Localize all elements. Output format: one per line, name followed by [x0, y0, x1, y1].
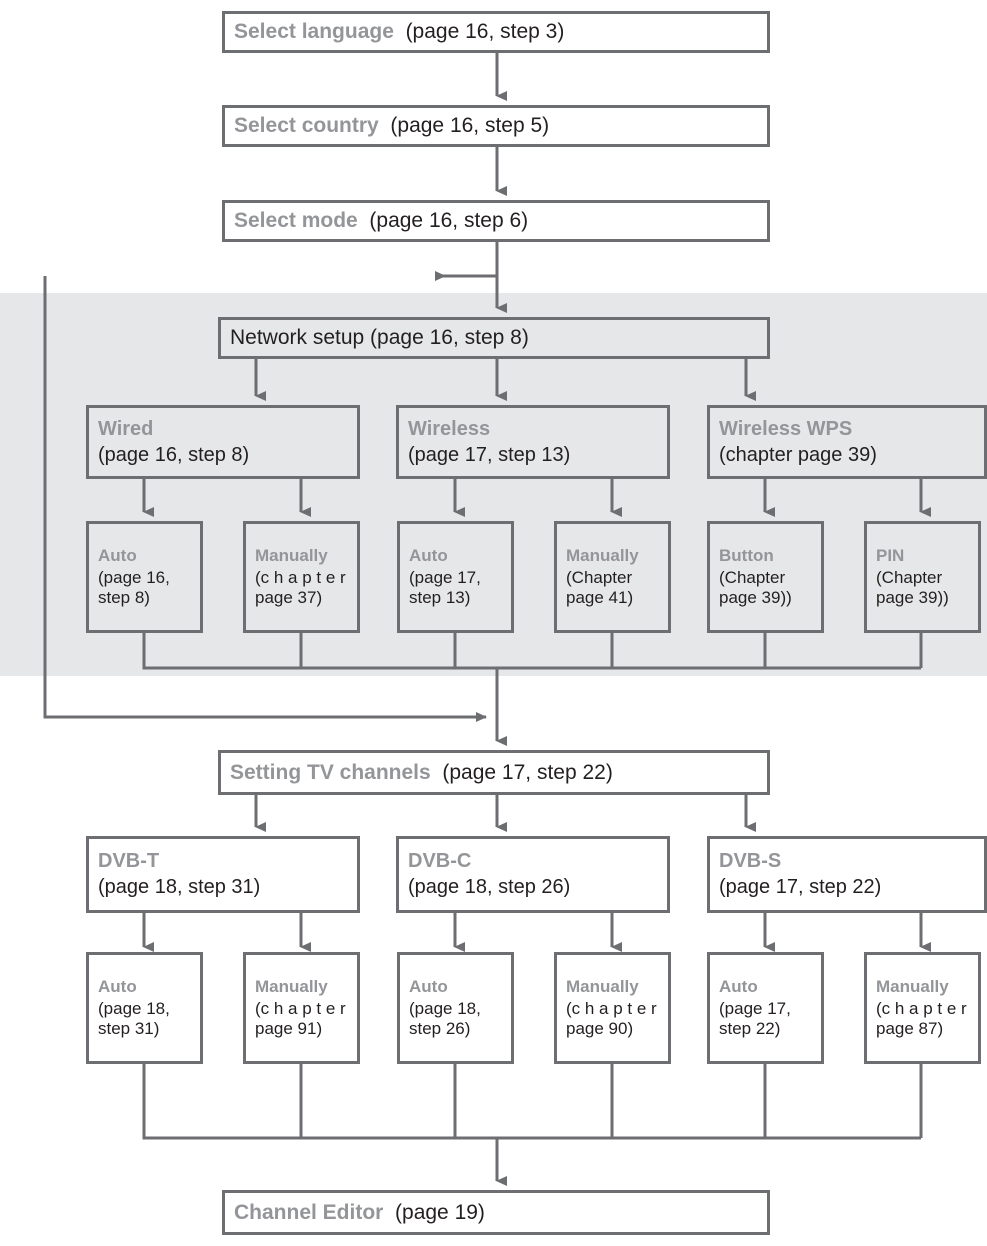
node-reference: (page 18, step 31) [98, 876, 261, 898]
node-reference-line2: page 90) [566, 1019, 634, 1038]
node-reference-line2: step 26) [409, 1019, 471, 1038]
node-reference-line1: (c h a p t e r [566, 998, 657, 1018]
node-reference-line1: (page 17, [719, 998, 791, 1018]
node-network-setup[interactable]: Network setup (page 16, step 8) [218, 317, 770, 359]
node-reference: (page 16, step 8) [98, 443, 250, 466]
node-setting-tv-channels[interactable]: Setting TV channels (page 17, step 22) [218, 750, 770, 795]
node-reference-line1: (c h a p t e r [255, 998, 346, 1018]
node-reference: (chapter page 39) [719, 443, 877, 466]
node-reference: (page 17, step 22) [436, 760, 613, 784]
node-wired-manually[interactable]: Manually (c h a p t e r page 37) [243, 521, 360, 633]
node-title: DVB-C [408, 850, 472, 872]
node-dvbs-auto[interactable]: Auto (page 17, step 22) [707, 952, 824, 1064]
node-select-mode[interactable]: Select mode (page 16, step 6) [222, 200, 770, 242]
node-title: Manually [255, 976, 328, 996]
node-reference-line1: (page 16, [98, 567, 170, 587]
node-dvbc-manually[interactable]: Manually (c h a p t e r page 90) [554, 952, 671, 1064]
node-wired[interactable]: Wired (page 16, step 8) [86, 405, 360, 479]
node-dvbs-manually[interactable]: Manually (c h a p t e r page 87) [864, 952, 981, 1064]
node-title: Select mode [234, 209, 358, 233]
node-title: Button [719, 545, 774, 565]
node-reference-line1: (page 18, [409, 998, 481, 1018]
node-title: PIN [876, 545, 905, 565]
node-wireless-wps[interactable]: Wireless WPS (chapter page 39) [707, 405, 987, 479]
node-reference-line1: (Chapter [566, 567, 633, 587]
node-title: Manually [566, 545, 639, 565]
node-reference-line1: (c h a p t e r [255, 567, 346, 587]
node-reference-line2: step 22) [719, 1019, 781, 1038]
node-select-language[interactable]: Select language (page 16, step 3) [222, 11, 770, 53]
node-title: Network setup (page 16, step 8) [230, 326, 529, 350]
node-dvb-c[interactable]: DVB-C (page 18, step 26) [396, 836, 670, 913]
node-title: Select language [234, 20, 394, 44]
node-reference-line2: page 39)) [876, 588, 949, 607]
node-reference-line2: step 13) [409, 588, 471, 607]
node-reference-line1: (page 18, [98, 998, 170, 1018]
node-reference: (page 16, step 5) [384, 114, 550, 138]
node-title: Wired [98, 417, 154, 440]
node-reference: (page 17, step 13) [408, 443, 571, 466]
node-wireless[interactable]: Wireless (page 17, step 13) [396, 405, 670, 479]
node-title: DVB-T [98, 850, 160, 872]
node-reference-line2: page 87) [876, 1019, 944, 1038]
node-reference: (page 18, step 26) [408, 876, 571, 898]
node-title: DVB-S [719, 850, 782, 872]
node-dvbt-manually[interactable]: Manually (c h a p t e r page 91) [243, 952, 360, 1064]
node-reference: (page 16, step 3) [399, 20, 565, 44]
node-dvb-s[interactable]: DVB-S (page 17, step 22) [707, 836, 987, 913]
node-title: Auto [719, 976, 758, 996]
node-dvbt-auto[interactable]: Auto (page 18, step 31) [86, 952, 203, 1064]
node-reference: (page 16, step 6) [363, 209, 529, 233]
node-title: Auto [98, 976, 137, 996]
node-title: Manually [566, 976, 639, 996]
node-reference-line1: (Chapter [719, 567, 786, 587]
node-reference-line1: (Chapter [876, 567, 943, 587]
node-title: Auto [98, 545, 137, 565]
node-reference-line2: page 91) [255, 1019, 323, 1038]
node-channel-editor[interactable]: Channel Editor (page 19) [222, 1190, 770, 1235]
node-reference-line2: step 31) [98, 1019, 160, 1038]
node-wps-button[interactable]: Button (Chapter page 39)) [707, 521, 824, 633]
node-title: Manually [876, 976, 949, 996]
node-dvb-t[interactable]: DVB-T (page 18, step 31) [86, 836, 360, 913]
node-reference-line2: step 8) [98, 588, 150, 607]
node-title: Select country [234, 114, 379, 138]
node-title: Auto [409, 976, 448, 996]
node-title: Auto [409, 545, 448, 565]
node-select-country[interactable]: Select country (page 16, step 5) [222, 105, 770, 147]
node-reference-line1: (page 17, [409, 567, 481, 587]
node-title: Wireless WPS [719, 417, 853, 440]
node-reference-line2: page 41) [566, 588, 634, 607]
node-dvbc-auto[interactable]: Auto (page 18, step 26) [397, 952, 514, 1064]
node-reference-line2: page 39)) [719, 588, 792, 607]
node-title: Manually [255, 545, 328, 565]
node-reference: (page 19) [389, 1200, 485, 1224]
node-wps-pin[interactable]: PIN (Chapter page 39)) [864, 521, 981, 633]
node-title: Channel Editor [234, 1200, 384, 1224]
node-title: Setting TV channels [230, 760, 431, 784]
node-reference: (page 17, step 22) [719, 876, 882, 898]
node-wireless-manually[interactable]: Manually (Chapter page 41) [554, 521, 671, 633]
node-wireless-auto[interactable]: Auto (page 17, step 13) [397, 521, 514, 633]
node-reference-line1: (c h a p t e r [876, 998, 967, 1018]
node-reference-line2: page 37) [255, 588, 323, 607]
node-title: Wireless [408, 417, 491, 440]
node-wired-auto[interactable]: Auto (page 16, step 8) [86, 521, 203, 633]
